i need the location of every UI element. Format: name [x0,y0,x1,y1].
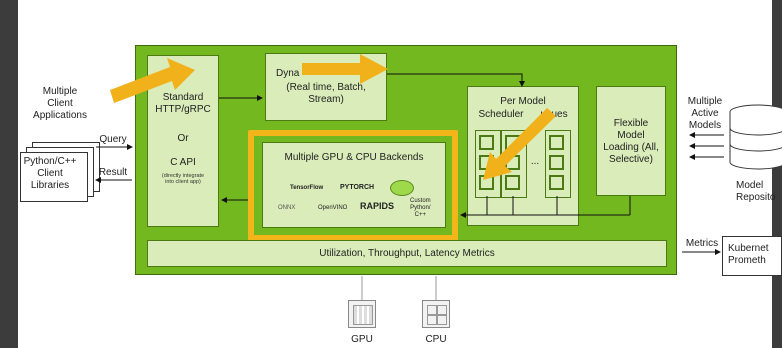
client-libraries-label: Python/C++ Client Libraries [23,156,77,191]
client-applications-label: Multiple Client Applications [33,86,87,121]
backend-logo-pytorch: PYTORCH [340,184,375,191]
model-loading-label: Flexible Model Loading (All, Selective) [603,118,659,165]
backend-logo-custom: Custom Python/ C++ [410,198,431,218]
scheduler-title-c: ueues [540,109,568,120]
queue-slot [505,135,520,150]
queue-slot [549,135,564,150]
gpu-label: GPU [351,334,373,345]
scheduler-title-a: Per Model [500,96,546,107]
gpu-chip-icon [348,300,376,328]
queue-slot [549,175,564,190]
backends-highlight [248,130,458,241]
queue-slot [479,135,494,150]
backend-logo-rapids: RAPIDS [360,201,395,211]
frame-right [772,0,782,348]
api-protocol-label: Standard HTTP/gRPC [155,92,211,115]
c-api-note: (directly integrate into client app) [161,173,205,185]
metrics-export-label: Metrics [685,238,719,249]
queue-slot [479,175,494,190]
backend-logo-fil-icon [390,180,414,196]
query-label: Query [99,134,127,145]
active-models-label: Multiple Active Models [687,96,723,131]
queue-slot [549,155,564,170]
metrics-bar [147,240,667,267]
metrics-bar-label: Utilization, Throughput, Latency Metrics [319,248,495,259]
queue-slot [505,175,520,190]
model-repository-database-icon [728,104,782,170]
dynamic-batching-subtitle: (Real time, Batch, Stream) [286,82,366,105]
backend-logo-openvino: OpenVINO [318,205,348,211]
queue-slot [479,155,494,170]
scheduler-title-b: Scheduler [478,109,524,120]
client-libraries-stack [14,142,104,202]
queue-slot [505,155,520,170]
result-label: Result [98,167,128,178]
dynamic-batching-title: Dyna [276,68,300,79]
queue-ellipsis: ... [530,156,540,167]
api-or-label: Or [177,133,189,144]
cpu-chip-icon [422,300,450,328]
cpu-label: CPU [425,334,447,345]
backend-logo-tensorflow: TensorFlow [290,185,324,191]
frame-left [0,0,18,348]
model-loading-box [596,86,666,196]
model-repository-label: Model Reposito [736,180,776,203]
c-api-label: C API [170,157,196,168]
backends-box [262,142,446,228]
metrics-export-box [722,236,782,276]
backend-logo-onnx: ONNX [278,205,296,211]
metrics-export-label-box: Kubernet Prometh [728,243,769,266]
backends-title: Multiple GPU & CPU Backends [284,152,424,163]
